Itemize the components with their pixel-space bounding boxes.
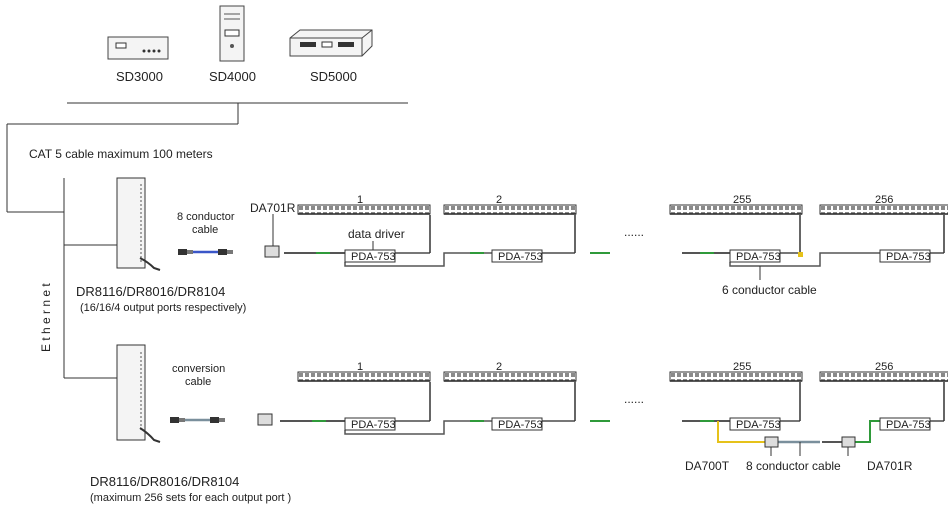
row1-da701r-adapter (264, 214, 280, 258)
row2-cable-label-line1: conversion (172, 363, 225, 375)
row2-distributor-note: (maximum 256 sets for each output port ) (90, 492, 291, 504)
row1-ellipsis: ...... (624, 225, 644, 239)
row1-driver-label-256: PDA-753 (886, 251, 931, 263)
row1-driver-label-255: PDA-753 (736, 251, 781, 263)
row2-fixture-number-2: 2 (496, 361, 502, 373)
row1-six-conductor-label: 6 conductor cable (722, 283, 817, 297)
row1-distributor-label: DR8116/DR8016/DR8104 (76, 284, 225, 299)
row2-fixture-number-255: 255 (733, 361, 751, 373)
sd3000-device (107, 36, 169, 60)
row2-fixture-number-256: 256 (875, 361, 893, 373)
row1-driver-label-2: PDA-753 (498, 251, 543, 263)
sd4000-label: SD4000 (209, 69, 256, 84)
row2-driver-label-255: PDA-753 (736, 419, 781, 431)
row2-fixture-256 (819, 371, 948, 382)
row1-cable-label-line2: cable (192, 224, 218, 236)
row2-distributor (116, 344, 161, 443)
row2-cable-label-line2: cable (185, 376, 211, 388)
row2-driver-label-1: PDA-753 (351, 419, 396, 431)
row2-da701r-label: DA701R (867, 459, 913, 473)
row2-chain (280, 382, 945, 444)
row2-fixture-number-1: 1 (357, 361, 363, 373)
row2-fixture-2 (443, 371, 577, 382)
row2-da700t-label: DA700T (685, 459, 730, 473)
row1-fixture-number-1: 1 (357, 194, 363, 206)
row1-fixture-number-2: 2 (496, 194, 502, 206)
row1-distributor-note: (16/16/4 output ports respectively) (80, 302, 246, 314)
ethernet-label: E t h e r n e t (39, 283, 53, 352)
row1-chain (284, 215, 945, 267)
row1-driver-label-1: PDA-753 (351, 251, 396, 263)
row1-cable-label-line1: 8 conductor (177, 211, 235, 223)
row1-adapter-label: DA701R (250, 201, 296, 215)
row1-fixture-number-255: 255 (733, 194, 751, 206)
row2-conversion-cable (170, 413, 273, 426)
row1-fixture-1 (297, 204, 431, 215)
sd3000-label: SD3000 (116, 69, 163, 84)
row1-fixture-2 (443, 204, 577, 215)
row2-ellipsis: ...... (624, 392, 644, 406)
row2-eight-conductor-label: 8 conductor cable (746, 459, 841, 473)
row1-eight-conductor-cable (178, 249, 233, 255)
row1-fixture-255 (669, 204, 803, 215)
row2-driver-label-2: PDA-753 (498, 419, 543, 431)
network-bus (6, 102, 408, 379)
row2-fixture-255 (669, 371, 803, 382)
row1-fixture-number-256: 256 (875, 194, 893, 206)
row1-fixture-256 (819, 204, 948, 215)
sd4000-device (219, 5, 245, 62)
row2-driver-label-256: PDA-753 (886, 419, 931, 431)
row1-distributor (116, 177, 161, 271)
row1-data-driver-label: data driver (348, 227, 405, 241)
row2-da701r-device (841, 436, 856, 448)
cat5-cable-label: CAT 5 cable maximum 100 meters (29, 147, 213, 161)
sd5000-label: SD5000 (310, 69, 357, 84)
row2-fixture-1 (297, 371, 431, 382)
row2-distributor-label: DR8116/DR8016/DR8104 (90, 474, 239, 489)
row2-da700t-device (764, 436, 779, 448)
sd5000-device (289, 29, 373, 57)
